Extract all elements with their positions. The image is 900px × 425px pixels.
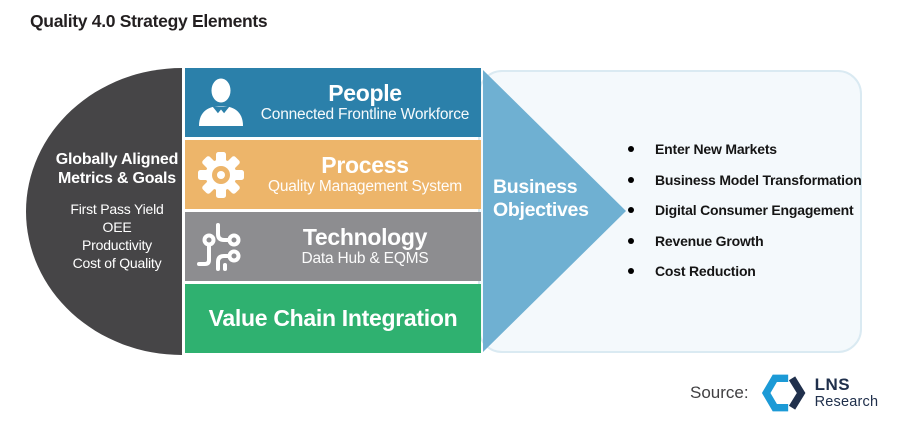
arrow-label-line2: Objectives: [493, 199, 589, 221]
bullet-icon: [628, 268, 634, 275]
metrics-heading: Globally Aligned Metrics & Goals: [55, 151, 179, 188]
person-icon: [185, 77, 257, 129]
objective-item: Revenue Growth: [628, 233, 862, 249]
strategy-row-process: Process Quality Management System: [185, 140, 481, 209]
metrics-bubble: Globally Aligned Metrics & Goals First P…: [26, 68, 182, 355]
bar-title: Process: [321, 152, 409, 178]
objective-label: Business Model Transformation: [655, 171, 862, 188]
lns-logo-subname: Research: [814, 394, 879, 411]
bullet-icon: [628, 176, 634, 183]
metric-item: Cost of Quality: [72, 255, 162, 271]
metrics-heading-line1: Globally Aligned: [55, 151, 179, 168]
bar-title: People: [328, 80, 402, 106]
bullet-icon: [628, 237, 634, 244]
bullet-icon: [628, 207, 634, 214]
objective-item: Digital Consumer Engagement: [628, 202, 862, 218]
bar-title: Technology: [302, 224, 428, 250]
bar-subtitle: Quality Management System: [267, 178, 462, 195]
metrics-list: First Pass Yield OEE Productivity Cost o…: [70, 200, 163, 272]
source-label: Source:: [690, 383, 749, 402]
objective-label: Cost Reduction: [655, 263, 756, 280]
bar-subtitle: Connected Frontline Workforce: [260, 106, 470, 123]
lns-logo-name: LNS: [814, 375, 851, 395]
arrow-label: Business Objectives: [493, 176, 589, 222]
objective-item: Enter New Markets: [628, 141, 862, 157]
bar-text: People Connected Frontline Workforce: [257, 81, 481, 124]
bar-subtitle: Data Hub & EQMS: [301, 250, 429, 267]
lns-logo-text: LNS Research: [815, 376, 879, 410]
objective-label: Digital Consumer Engagement: [655, 202, 854, 219]
arrow-label-line1: Business: [493, 176, 578, 198]
bar-text: Process Quality Management System: [257, 153, 481, 196]
metric-item: Productivity: [82, 237, 152, 253]
metrics-heading-line2: Metrics & Goals: [58, 169, 176, 187]
metric-item: OEE: [102, 219, 132, 235]
gear-icon: [185, 149, 257, 201]
bullet-icon: [628, 146, 634, 152]
page-title: Quality 4.0 Strategy Elements: [30, 11, 268, 31]
strategy-row-people: People Connected Frontline Workforce: [185, 68, 481, 137]
objectives-list: Enter New Markets Business Model Transfo…: [628, 141, 862, 294]
metric-item: First Pass Yield: [70, 201, 164, 217]
objective-label: Revenue Growth: [655, 232, 764, 249]
source-attribution: Source: LNS Research: [690, 370, 878, 416]
objective-item: Cost Reduction: [628, 263, 862, 279]
strategy-row-technology: Technology Data Hub & EQMS: [185, 212, 481, 281]
bar-title: Value Chain Integration: [208, 305, 458, 331]
objective-label: Enter New Markets: [655, 141, 777, 157]
objective-item: Business Model Transformation: [628, 172, 862, 188]
bar-text: Technology Data Hub & EQMS: [257, 225, 481, 268]
circuit-icon: [185, 221, 257, 273]
lns-logo-icon: [761, 374, 806, 412]
strategy-row-value-chain: Value Chain Integration: [185, 284, 481, 353]
